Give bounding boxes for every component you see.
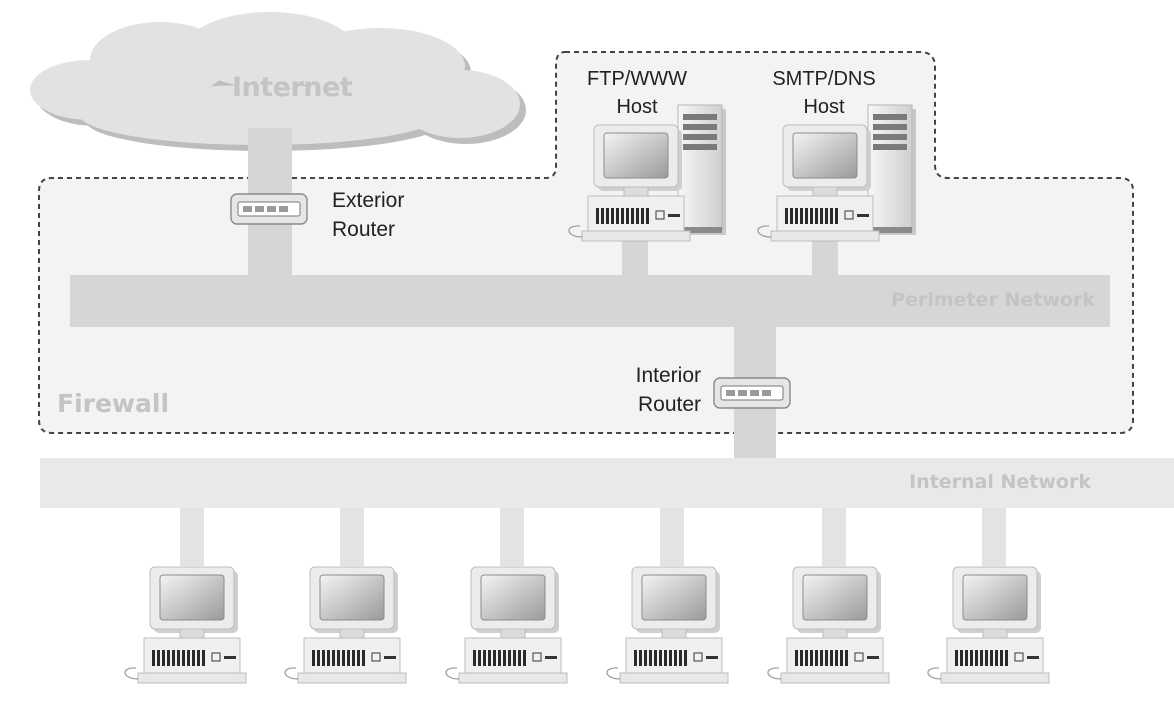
internal-host-5-computer-icon [767,566,890,684]
interior-router-label-line1: Interior [636,364,701,387]
ftp-host-label-line1: FTP/WWW [587,68,687,90]
smtp-host-label-line2: Host [803,96,845,118]
perimeter-network-bar [70,275,1110,327]
internal-host-3-computer-icon [445,566,568,684]
internal-host-links [180,508,1006,566]
internal-host-4-computer-icon [606,566,729,684]
smtp-server-tower-icon [867,104,917,236]
internal-network-label: Internal Network [909,471,1091,493]
smtp-host-link [812,240,838,278]
exterior-router-label-line2: Router [332,218,395,241]
internet-label: Internet [232,72,353,103]
internet-cloud [30,12,526,151]
firewall-label: Firewall [57,389,169,418]
internal-host-6-computer-icon [927,566,1050,684]
perimeter-network-label: Perimeter Network [891,289,1095,311]
ftp-host-link [622,240,648,278]
interior-router-icon [713,377,791,409]
internal-host-2-computer-icon [284,566,407,684]
exterior-router-label-line1: Exterior [332,189,404,212]
internal-network-bar [40,458,1174,508]
internal-hosts [124,566,1050,684]
smtp-host-label-line1: SMTP/DNS [772,68,875,90]
exterior-router-icon [230,193,308,225]
internal-host-1-computer-icon [124,566,247,684]
ftp-server-tower-icon [677,104,727,236]
interior-router-label-line2: Router [638,393,701,416]
ftp-host-label-line2: Host [616,96,658,118]
